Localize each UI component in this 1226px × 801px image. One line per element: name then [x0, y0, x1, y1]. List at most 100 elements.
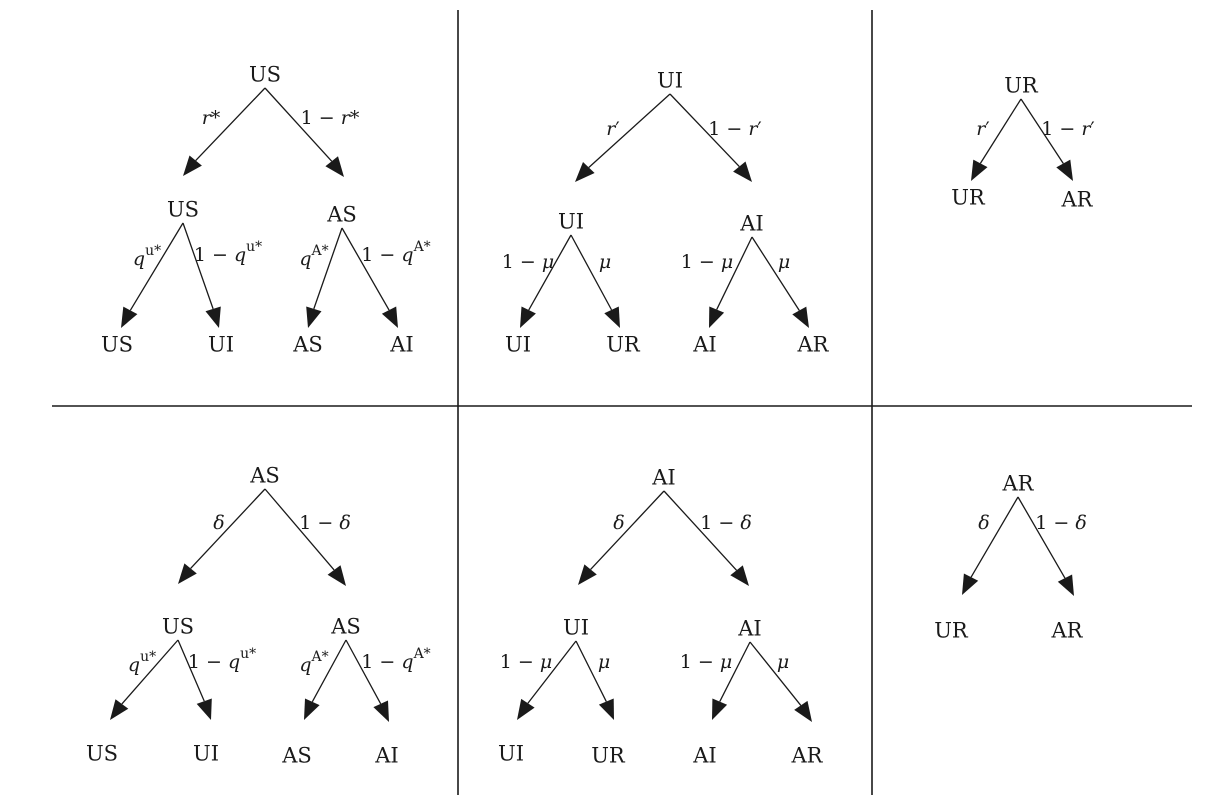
edge-line [121, 639, 179, 705]
edge-as-right [264, 488, 346, 586]
edge-ai-left-right [575, 640, 614, 720]
edge-label-us-right: 1 − r* [301, 107, 360, 129]
arrowhead [794, 700, 812, 722]
edge-line [751, 236, 800, 311]
edge-us-right-right [341, 227, 398, 328]
arrowhead [327, 565, 346, 586]
child-node-as-right: AS [330, 615, 361, 639]
edge-label-us-left: r* [202, 107, 221, 129]
edge-line [588, 93, 671, 168]
leaf-node-us-right-left: AS [292, 333, 323, 357]
edge-as-left [178, 488, 266, 584]
edge-line [590, 490, 665, 570]
edge-ur-left [971, 98, 1022, 181]
edge-label-ai-right: 1 − δ [700, 512, 752, 534]
edge-label-as-right-right: 1 − qA* [361, 646, 430, 673]
edge-label-us-right-left: qA* [299, 243, 328, 270]
edge-us-left [183, 87, 266, 176]
edge-ui-left-right [570, 234, 620, 328]
edge-us-right [264, 87, 344, 177]
edge-ur-right [1020, 98, 1073, 181]
edge-line [195, 87, 266, 161]
leaf-node-ar-right: AR [1051, 619, 1084, 643]
edge-line [749, 641, 802, 706]
edge-label-ai-left-left: 1 − μ [500, 651, 552, 673]
edge-label-us-left-right: 1 − qu* [194, 239, 262, 266]
edge-line [669, 93, 740, 167]
edge-label-as-right-left: qA* [299, 649, 328, 676]
edge-label-ui-right-right: μ [778, 251, 790, 273]
edge-ui-right [669, 93, 752, 182]
leaf-node-as-right-right: AI [374, 744, 398, 768]
arrowhead [517, 698, 535, 720]
edge-line [177, 639, 205, 702]
edge-ar-left [962, 496, 1019, 595]
leaf-node-as-left-left: US [86, 742, 118, 766]
edge-line [264, 488, 335, 571]
child-node-ai-right: AI [737, 617, 761, 641]
edge-label-ui-right: 1 − r′ [708, 118, 762, 140]
arrowhead [306, 306, 322, 328]
edge-ar-right [1017, 496, 1074, 596]
arrowhead [792, 306, 809, 328]
edge-ui-left-left [520, 234, 572, 328]
arrowhead [604, 306, 620, 328]
edge-label-as-left-left: qu* [128, 649, 156, 676]
edge-label-ai-right-left: 1 − μ [680, 651, 732, 673]
leaf-node-us-right-right: AI [389, 333, 413, 357]
child-node-us-right: AS [326, 203, 357, 227]
child-node-ui-left: UI [558, 210, 584, 234]
edge-label-ur-left: r′ [976, 118, 989, 140]
edge-line [190, 488, 266, 569]
root-node-ar: AR [1002, 472, 1035, 496]
leaf-node-ai-left-right: UR [591, 744, 626, 768]
edge-ui-right-right [751, 236, 809, 328]
root-node-as: AS [249, 464, 280, 488]
edge-label-ur-right: 1 − r′ [1041, 118, 1095, 140]
edge-ai-left [578, 490, 665, 585]
arrowhead [520, 306, 536, 328]
arrowhead [712, 698, 728, 720]
edge-label-ai-left-right: μ [598, 651, 610, 673]
arrowhead [1057, 574, 1074, 596]
arrowhead [733, 161, 752, 182]
root-node-ai: AI [651, 466, 675, 490]
arrowhead [578, 564, 597, 585]
edge-line [979, 98, 1022, 164]
arrowhead [121, 306, 138, 328]
edge-line [970, 496, 1019, 578]
edge-line [663, 490, 738, 571]
arrowhead [325, 156, 344, 177]
leaf-node-ui-left-right: UR [606, 333, 641, 357]
arrowhead [205, 306, 221, 328]
leaf-node-ui-left-left: UI [505, 333, 531, 357]
edge-label-ui-right-left: 1 − μ [681, 251, 733, 273]
edge-as-right-left [304, 639, 347, 720]
leaf-node-ar-left: UR [934, 619, 969, 643]
arrowhead [183, 155, 202, 176]
leaf-node-ur-left: UR [951, 186, 986, 210]
arrowhead [110, 699, 129, 720]
edge-ai-right-right [749, 641, 812, 722]
leaf-node-ai-left-left: UI [498, 742, 524, 766]
root-node-ui: UI [657, 69, 683, 93]
edge-label-as-left: δ [213, 512, 224, 534]
edge-ai-left-left [517, 640, 577, 720]
leaf-node-as-right-left: AS [281, 744, 312, 768]
edge-label-us-right-right: 1 − qA* [361, 239, 430, 266]
edge-label-ar-left: δ [978, 512, 989, 534]
edge-label-us-left-left: qu* [133, 243, 161, 270]
edge-line [716, 236, 753, 310]
arrowhead [598, 698, 614, 720]
root-node-us: US [249, 63, 281, 87]
edge-line [345, 639, 382, 705]
child-node-ai-left: UI [563, 616, 589, 640]
edge-label-ui-left-right: μ [599, 251, 611, 273]
edge-us-left-right [182, 222, 221, 328]
